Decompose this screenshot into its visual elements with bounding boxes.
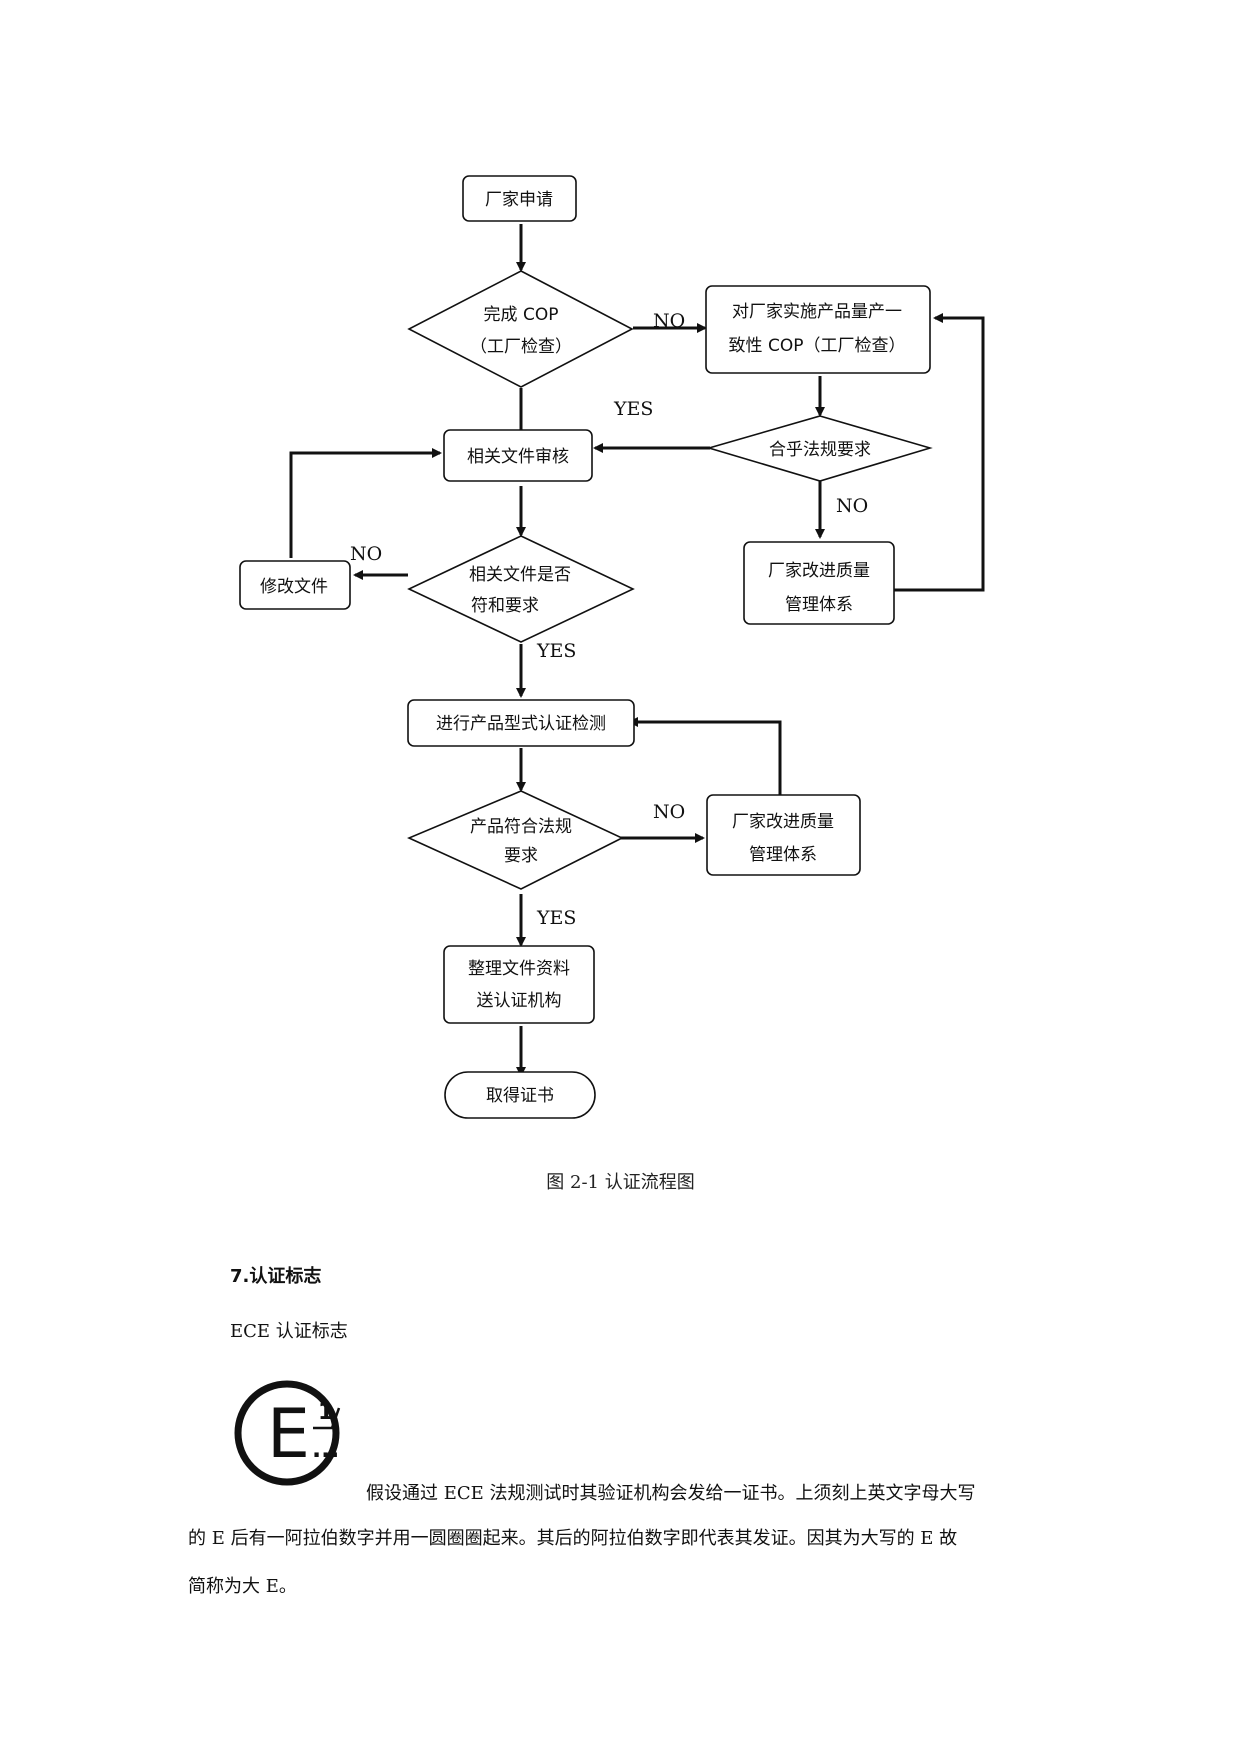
node-cop-box: [705, 285, 931, 374]
ece-mark-letter: E: [267, 1395, 310, 1474]
node-cop-decision: [407, 270, 634, 388]
text-improve-box-2-2: 管理体系: [749, 845, 817, 865]
text-doc-decision-1: 相关文件是否: [469, 565, 571, 585]
node-improve-box-1: [743, 541, 895, 625]
text-doc-review: 相关文件审核: [467, 447, 569, 467]
text-cop-decision-2: （工厂检查）: [470, 337, 572, 357]
certification-flowchart: 厂家申请 完成 COP （工厂检查） 对厂家实施产品量产一 致性 COP（工厂检…: [239, 175, 985, 1119]
paragraph-line-2: 的 E 后有一阿拉伯数字并用一圆圈圈起来。其后的阿拉伯数字即代表其发证。因其为大…: [188, 1528, 958, 1549]
node-doc-decision: [407, 535, 635, 643]
text-improve-box-1-1: 厂家改进质量: [768, 561, 870, 581]
text-modify-docs: 修改文件: [260, 577, 328, 597]
text-improve-box-1-2: 管理体系: [785, 595, 853, 615]
node-submit-box: [443, 945, 595, 1024]
ece-mark-dots: ...: [312, 1435, 339, 1463]
label-no-cop: NO: [653, 310, 685, 332]
text-regulation-decision: 合乎法规要求: [769, 440, 871, 460]
arrow-improve-loop-to-cop-box: [894, 313, 985, 592]
node-start: [462, 175, 577, 222]
text-start: 厂家申请: [485, 190, 553, 210]
text-cop-decision-1: 完成 COP: [484, 305, 559, 325]
node-improve-box-2: [706, 794, 861, 876]
label-yes-doc: YES: [536, 640, 576, 662]
figure-caption: 图 2-1 认证流程图: [546, 1172, 695, 1193]
label-no-doc: NO: [350, 543, 382, 565]
text-cop-box-2: 致性 COP（工厂检查）: [729, 336, 906, 356]
label-no-product: NO: [653, 801, 685, 823]
text-cop-box-1: 对厂家实施产品量产一: [732, 302, 902, 322]
label-yes-product: YES: [536, 907, 576, 929]
ece-mark-superscript: 1: [318, 1400, 333, 1425]
node-end: [444, 1071, 596, 1119]
paragraph-line-1: 假设通过 ECE 法规测试时其验证机构会发给一证书。上须刻上英文字母大写: [366, 1483, 976, 1504]
section-subheading: ECE 认证标志: [230, 1321, 348, 1342]
label-no-regulation: NO: [836, 495, 868, 517]
text-doc-decision-2: 符和要求: [471, 596, 539, 616]
node-regulation-decision: [706, 415, 933, 482]
node-type-test: [407, 699, 635, 747]
arrow-modify-loop-to-review: [289, 448, 442, 558]
text-end: 取得证书: [486, 1086, 554, 1106]
text-type-test: 进行产品型式认证检测: [436, 714, 606, 734]
label-yes-cop: YES: [613, 398, 653, 420]
text-product-decision-1: 产品符合法规: [470, 817, 572, 837]
text-submit-box-2: 送认证机构: [477, 991, 562, 1011]
node-modify-docs: [239, 560, 351, 610]
ece-mark-circle: [234, 1380, 340, 1486]
arrow-improve-loop-to-test: [628, 717, 782, 798]
ece-mark-logo: E 1 ...: [234, 1380, 341, 1486]
text-improve-box-2-1: 厂家改进质量: [732, 812, 834, 832]
ece-mark-slash: [330, 1407, 341, 1429]
paragraph-line-3: 简称为大 E。: [188, 1576, 297, 1597]
text-submit-box-1: 整理文件资料: [468, 959, 570, 979]
node-doc-review: [443, 429, 593, 482]
text-product-decision-2: 要求: [504, 846, 538, 866]
section-heading: 7.认证标志: [230, 1266, 322, 1287]
node-product-decision: [407, 790, 624, 890]
